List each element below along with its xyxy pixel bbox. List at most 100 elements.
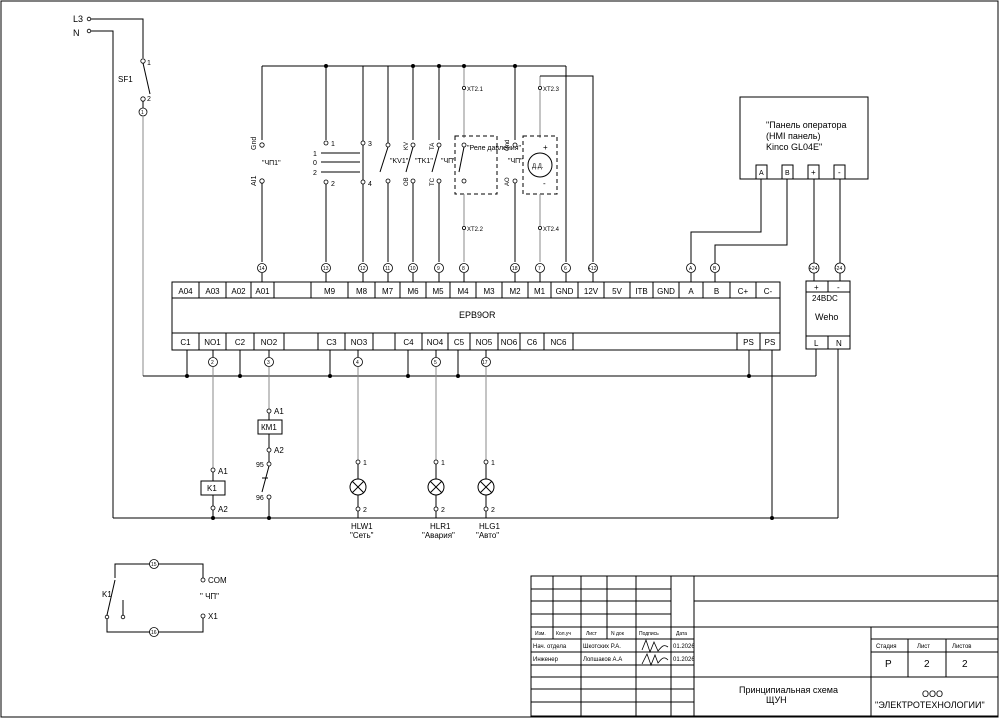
svg-text:"ЧП": "ЧП" bbox=[508, 158, 523, 165]
dd-label: Д.Д. bbox=[532, 164, 544, 170]
relay-label: "Реле давления" bbox=[467, 145, 522, 152]
svg-text:+: + bbox=[811, 168, 816, 177]
svg-text:1: 1 bbox=[363, 460, 367, 467]
chp-label: "ЧП" bbox=[441, 158, 456, 165]
input-terminal-label: M2 bbox=[509, 287, 521, 296]
hlr1-name: HLR1 bbox=[430, 522, 451, 531]
input-terminal-label: A04 bbox=[178, 287, 193, 296]
output-terminal-label: C5 bbox=[454, 338, 465, 347]
input-terminal-label: ITB bbox=[635, 287, 647, 296]
svg-text:7: 7 bbox=[538, 266, 541, 272]
svg-text:Изм.: Изм. bbox=[535, 631, 546, 637]
svg-text:OB: OB bbox=[404, 177, 410, 186]
input-terminal-label: M4 bbox=[457, 287, 469, 296]
svg-text:1: 1 bbox=[441, 460, 445, 467]
stamp-name-1: Шкотских Р.А. bbox=[583, 644, 621, 650]
svg-text:1: 1 bbox=[313, 151, 317, 158]
hmi-model: Kinco GL04E" bbox=[766, 142, 822, 152]
chp1-analog: Gnd AI1 "ЧП1" bbox=[251, 137, 281, 262]
tk1-label: "TK1" bbox=[415, 158, 433, 165]
hlw1-caption: "Сеть" bbox=[350, 531, 374, 540]
input-terminal-label: M3 bbox=[483, 287, 495, 296]
hlw1-name: HLW1 bbox=[351, 522, 373, 531]
mode-selector: 1 1 0 2 2 3 4 bbox=[313, 66, 372, 262]
output-terminal-label: C3 bbox=[326, 338, 337, 347]
svg-text:Лист: Лист bbox=[586, 631, 598, 637]
controller-name: EPB9OR bbox=[459, 310, 496, 320]
svg-text:-: - bbox=[837, 283, 840, 292]
svg-text:A1: A1 bbox=[218, 467, 228, 476]
output-terminal-label: NO5 bbox=[476, 338, 493, 347]
svg-text:5: 5 bbox=[434, 360, 437, 366]
svg-text:+12: +12 bbox=[588, 266, 597, 272]
chp1-gnd: Gnd bbox=[251, 137, 258, 150]
svg-text:9: 9 bbox=[437, 266, 440, 272]
svg-text:Дата: Дата bbox=[676, 631, 687, 637]
svg-text:A: A bbox=[689, 266, 693, 272]
chp-analog-out: Gnd AO "ЧП" bbox=[505, 140, 523, 262]
psu-voltage: 24ВDC bbox=[812, 294, 838, 303]
doc-title-2: ЩУН bbox=[766, 695, 787, 705]
stamp-sheet: 2 bbox=[924, 659, 930, 670]
stamp-date-1: 01.2026 bbox=[673, 644, 695, 650]
svg-text:2: 2 bbox=[313, 170, 317, 177]
lamp-hlg1: 1 2 HLG1 "Авто" bbox=[476, 459, 500, 540]
psu-weho: +24 -24 + - 24ВDC Weho L N bbox=[805, 262, 851, 518]
svg-text:2: 2 bbox=[211, 360, 214, 366]
status-contacts: "KV1" "TK1" KV OB "ЧП" TA TC bbox=[379, 66, 456, 262]
pressure-relay: XT2.1 "Реле давления" XT2.2 bbox=[454, 86, 522, 262]
supply-lines: L3 N bbox=[73, 14, 144, 518]
hlg1-name: HLG1 bbox=[479, 522, 500, 531]
svg-text:KV: KV bbox=[404, 142, 410, 150]
stamp-sheets: 2 bbox=[962, 659, 968, 670]
aux-x1: X1 bbox=[208, 612, 218, 621]
xt23-label: XT2.3 bbox=[543, 87, 560, 93]
org-line-1: ООО bbox=[922, 689, 943, 699]
input-terminal-label: GND bbox=[556, 287, 574, 296]
signature-1 bbox=[641, 638, 669, 654]
breaker-sf1: 1 SF1 2 1 bbox=[118, 58, 151, 376]
xt24-label: XT2.4 bbox=[543, 227, 560, 233]
input-terminal-label: 5V bbox=[612, 287, 622, 296]
hmi-subtitle: (HMI панель) bbox=[766, 131, 821, 141]
sf1-pin1: 1 bbox=[147, 60, 151, 67]
output-terminal-label: NO3 bbox=[351, 338, 368, 347]
top-bus bbox=[261, 64, 594, 262]
input-terminal-label: C+ bbox=[738, 287, 749, 296]
input-terminal-label: A02 bbox=[231, 287, 246, 296]
svg-text:4: 4 bbox=[356, 360, 359, 366]
svg-text:A: A bbox=[759, 170, 764, 177]
input-terminal-label: M1 bbox=[534, 287, 546, 296]
input-terminal-label: M5 bbox=[432, 287, 444, 296]
title-block: Изм. Кол.уч Лист N док Подпись Дата Нач.… bbox=[530, 575, 999, 717]
svg-text:10: 10 bbox=[410, 266, 416, 272]
k1-label: K1 bbox=[207, 484, 217, 493]
stamp-role-1: Нач. отдела bbox=[533, 644, 567, 650]
contactor-km1: A1 КМ1 A2 95 96 bbox=[256, 407, 284, 518]
top-markers: 14 13 12 11 10 9 8 18 7 6 +12 A B bbox=[257, 263, 720, 282]
chp1-ai1: AI1 bbox=[251, 175, 258, 186]
input-terminal-label: M7 bbox=[382, 287, 394, 296]
signature-2 bbox=[641, 652, 669, 667]
svg-text:12: 12 bbox=[360, 266, 366, 272]
hlr1-caption: "Авария" bbox=[422, 531, 455, 540]
svg-text:8: 8 bbox=[462, 266, 465, 272]
doc-title-1: Принципиальная схема bbox=[739, 685, 838, 695]
svg-text:3: 3 bbox=[368, 141, 372, 148]
common-bus bbox=[113, 350, 838, 520]
output-terminal-label: NO4 bbox=[427, 338, 444, 347]
hmi-panel: "Панель оператора (HMI панель) Kinco GL0… bbox=[690, 96, 869, 263]
svg-text:17: 17 bbox=[482, 360, 488, 366]
svg-text:0: 0 bbox=[313, 160, 317, 167]
svg-text:N док: N док bbox=[611, 631, 625, 637]
sf1-label: SF1 bbox=[118, 75, 133, 84]
input-terminal-label: GND bbox=[657, 287, 675, 296]
svg-text:2: 2 bbox=[331, 181, 335, 188]
stamp-name-2: Лопшаков А.А bbox=[583, 657, 622, 663]
pressure-sensor: XT2.3 + Д.Д. - XT2.4 bbox=[522, 86, 560, 262]
lamp-hlw1: 1 2 HLW1 "Сеть" bbox=[349, 459, 374, 540]
input-terminal-label: A03 bbox=[205, 287, 220, 296]
svg-text:1: 1 bbox=[491, 460, 495, 467]
